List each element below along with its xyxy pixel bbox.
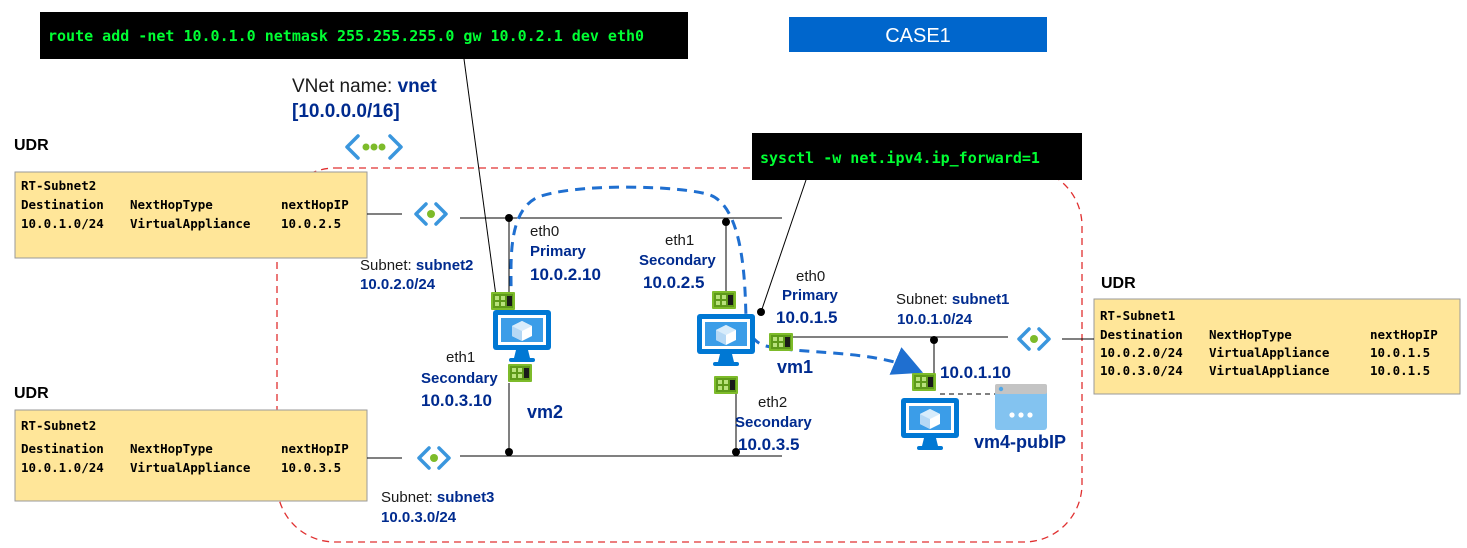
vm2-subnet2-junction (505, 214, 513, 222)
subnet3-label: Subnet: subnet3 (381, 489, 494, 506)
vm1-eth1-nic-icon (712, 291, 736, 309)
vm2-eth1-nic-name: eth1 (446, 349, 475, 366)
vm1-icon (697, 314, 755, 366)
subnet1-cidr: 10.0.1.0/24 (897, 311, 973, 328)
vm1-name: vm1 (777, 357, 813, 377)
subnet3-name: subnet3 (437, 489, 495, 506)
vm1-eth1-role: Secondary (639, 252, 716, 269)
vnet-boundary (276, 167, 1083, 543)
vm2-subnet3-junction (505, 448, 513, 456)
case-banner (789, 17, 1047, 52)
route-nexthopip: 10.0.1.5 (1370, 363, 1430, 378)
vm2-name: vm2 (527, 402, 563, 422)
route-table-name: RT-Subnet2 (21, 418, 96, 433)
route-table-subnet1: RT-Subnet1 Destination NextHopType nextH… (1093, 298, 1461, 395)
column-header-nexthoptype: NextHopType (130, 441, 213, 456)
vm2-icon (493, 310, 551, 362)
public-ip-icon (995, 384, 1047, 430)
vm1-subnet2-junction (722, 218, 730, 226)
vm1-eth0-role: Primary (782, 287, 839, 304)
vm1-eth0-nic-icon (769, 333, 793, 351)
column-header-destination: Destination (21, 197, 104, 212)
route-command-callout (463, 58, 497, 297)
column-header-nexthoptype: NextHopType (1209, 327, 1292, 342)
udr-label-subnet1: UDR (1101, 275, 1136, 292)
subnet3-icon (417, 446, 451, 470)
route-nexthopip: 10.0.1.5 (1370, 345, 1430, 360)
subnet2-cidr: 10.0.2.0/24 (360, 276, 436, 293)
sysctl-command: sysctl -w net.ipv4.ip_forward=1 (760, 149, 1040, 167)
sysctl-command-box (752, 133, 1082, 180)
route-nexthoptype: VirtualAppliance (1209, 363, 1330, 378)
udr-label-subnet3: UDR (14, 385, 49, 402)
subnet3-cidr: 10.0.3.0/24 (381, 509, 457, 526)
route-nexthoptype: VirtualAppliance (130, 460, 251, 475)
vm1-eth2-nic-icon (714, 376, 738, 394)
subnet2-icon (414, 202, 448, 226)
column-header-nexthopip: nextHopIP (281, 197, 349, 212)
route-table-name: RT-Subnet1 (1100, 308, 1175, 323)
route-nexthopip: 10.0.3.5 (281, 460, 341, 475)
route-nexthoptype: VirtualAppliance (1209, 345, 1330, 360)
subnet3-prefix: Subnet: (381, 489, 437, 506)
route-destination: 10.0.1.0/24 (21, 216, 104, 231)
vm1-eth0-nic-name: eth0 (796, 268, 825, 285)
route-table-subnet2: RT-Subnet2 Destination NextHopType nextH… (14, 171, 368, 259)
case-banner-label: CASE1 (885, 25, 951, 47)
column-header-destination: Destination (21, 441, 104, 456)
route-destination: 10.0.3.0/24 (1100, 363, 1183, 378)
route-nexthoptype: VirtualAppliance (130, 216, 251, 231)
subnet2-label: Subnet: subnet2 (360, 257, 473, 274)
column-header-nexthoptype: NextHopType (130, 197, 213, 212)
vm4-ip: 10.0.1.10 (940, 363, 1011, 382)
route-destination: 10.0.1.0/24 (21, 460, 104, 475)
vnet-name-text: VNet name: vnet (292, 76, 437, 97)
column-header-destination: Destination (1100, 327, 1183, 342)
vnet-name-prefix: VNet name: (292, 76, 398, 97)
vm2-eth0-role: Primary (530, 243, 587, 260)
vm1-eth2-nic-name: eth2 (758, 394, 787, 411)
vm4-icon (901, 398, 959, 450)
route-command-box (40, 12, 688, 59)
subnet1-label: Subnet: subnet1 (896, 291, 1009, 308)
subnet1-icon (1017, 327, 1051, 351)
vm1-eth1-nic-name: eth1 (665, 232, 694, 249)
vm4-nic-icon (912, 373, 936, 391)
vm1-eth1-ip: 10.0.2.5 (643, 273, 704, 292)
vnet-icon (345, 134, 403, 160)
subnet1-prefix: Subnet: (896, 291, 952, 308)
column-header-nexthopip: nextHopIP (1370, 327, 1438, 342)
subnet1-name: subnet1 (952, 291, 1010, 308)
vm1-eth0-ip: 10.0.1.5 (776, 308, 837, 327)
vm4-pubip-label: vm4-pubIP (974, 432, 1066, 452)
route-table-subnet3: RT-Subnet2 Destination NextHopType nextH… (14, 409, 368, 502)
sysctl-command-callout (760, 179, 807, 313)
udr-label-subnet2: UDR (14, 137, 49, 154)
vm2-eth0-ip: 10.0.2.10 (530, 265, 601, 284)
column-header-nexthopip: nextHopIP (281, 441, 349, 456)
vnet-cidr: [10.0.0.0/16] (292, 101, 400, 122)
route-table-name: RT-Subnet2 (21, 178, 96, 193)
vm2-eth1-role: Secondary (421, 370, 498, 387)
vm1-eth2-role: Secondary (735, 414, 812, 431)
subnet2-prefix: Subnet: (360, 257, 416, 274)
subnet2-name: subnet2 (416, 257, 474, 274)
route-nexthopip: 10.0.2.5 (281, 216, 341, 231)
vnet-name: vnet (398, 76, 438, 97)
vm2-eth0-nic-name: eth0 (530, 223, 559, 240)
vm2-eth1-nic-icon (508, 364, 532, 382)
vm2-eth1-ip: 10.0.3.10 (421, 391, 492, 410)
route-command: route add -net 10.0.1.0 netmask 255.255.… (48, 27, 644, 45)
vm4-subnet1-junction (930, 336, 938, 344)
route-destination: 10.0.2.0/24 (1100, 345, 1183, 360)
vm2-eth0-nic-icon (491, 292, 515, 310)
vm1-eth2-ip: 10.0.3.5 (738, 435, 799, 454)
